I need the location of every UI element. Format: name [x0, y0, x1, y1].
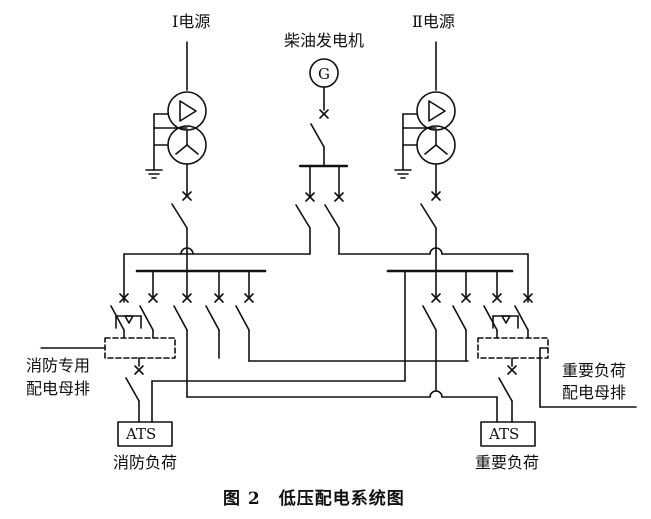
source-2-transformer [416, 41, 456, 196]
fire-load-label: 消防负荷 [113, 453, 178, 472]
figure-caption: 图 2 低压配电系统图 [223, 489, 405, 509]
generator-symbol: G [318, 65, 330, 83]
fire-panel-box [39, 293, 176, 423]
fire-panel-label-line1: 消防专用 [26, 356, 91, 375]
source-1-transformer [167, 41, 207, 196]
ats-label-fire: ATS [126, 425, 157, 443]
busbar-1 [135, 247, 267, 273]
important-panel-label-line1: 重要负荷 [562, 361, 627, 380]
ats-box-fire [117, 421, 173, 447]
source-2-incoming-breaker [420, 191, 441, 253]
source-2-ground-icon [394, 113, 437, 179]
generator-branch-right [324, 165, 529, 297]
important-load-label: 重要负荷 [475, 453, 540, 472]
important-panel-label-line2: 配电母排 [562, 383, 627, 402]
generator-branch-left [123, 165, 315, 297]
fire-panel-label-line2: 配电母排 [26, 379, 91, 398]
source-2-label: Ⅱ电源 [412, 12, 455, 31]
busbar-1-feeders [139, 270, 498, 398]
generator-feeder [298, 86, 349, 168]
busbar-2-feeders [151, 270, 502, 423]
busbar-2 [386, 251, 514, 273]
source-1-incoming-breaker [171, 191, 192, 253]
source-1-label: Ⅰ电源 [172, 12, 211, 31]
ats-label-important: ATS [489, 425, 520, 443]
source-1-ground-icon [145, 113, 188, 179]
generator-label: 柴油发电机 [284, 31, 365, 50]
generator-icon: G [309, 58, 339, 88]
important-panel-box [477, 293, 637, 423]
ats-box-important [480, 421, 536, 447]
